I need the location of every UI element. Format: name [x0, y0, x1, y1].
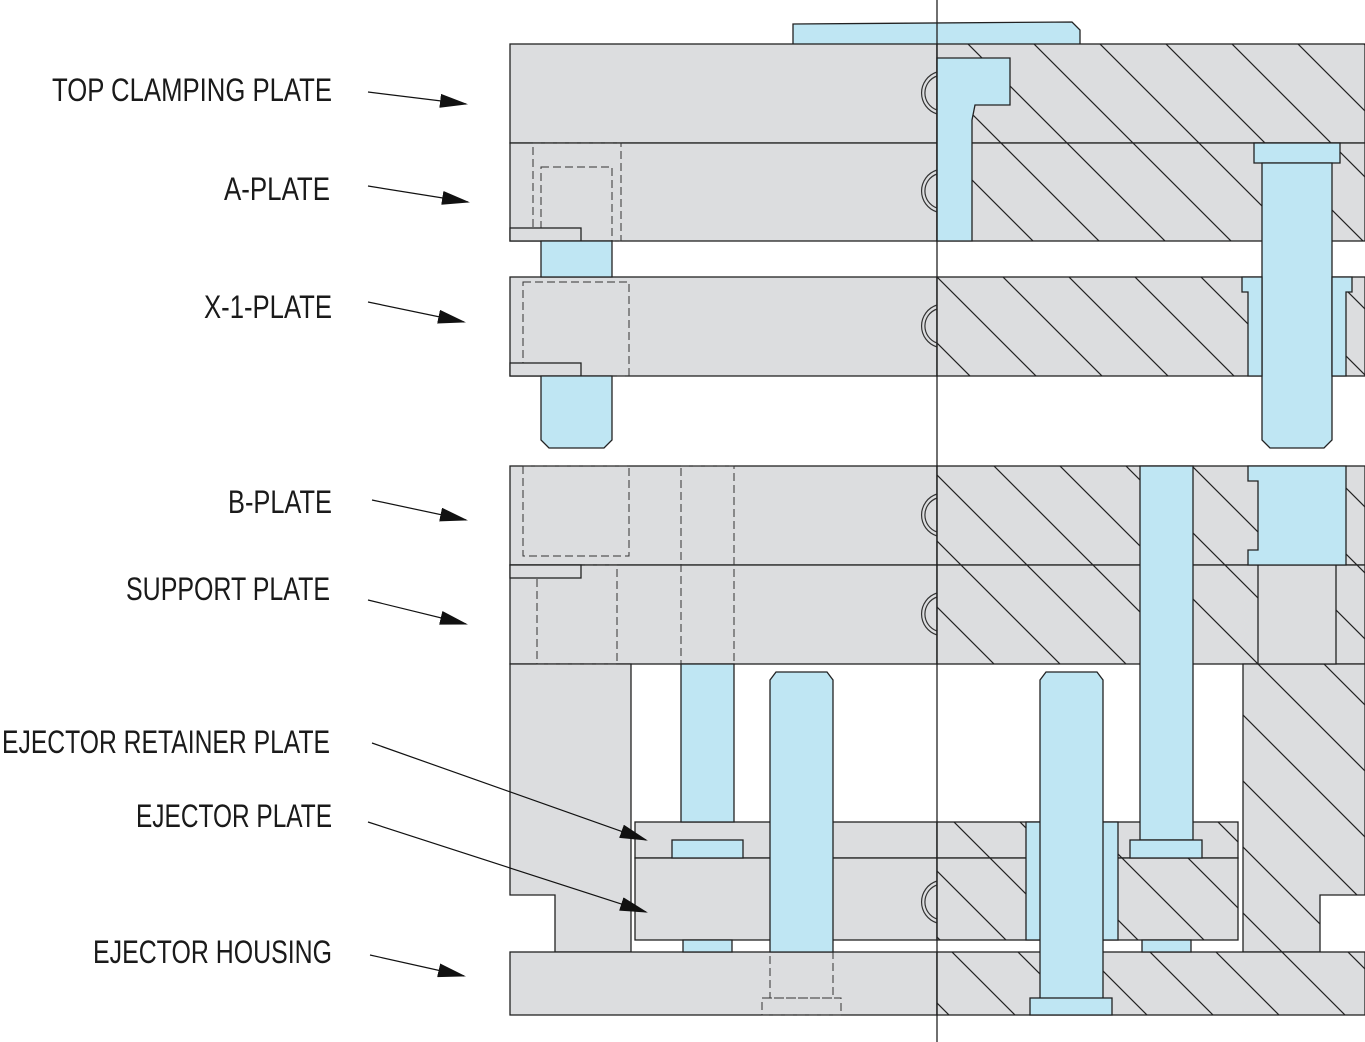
top-clamping-plate: [509, 43, 938, 144]
label-x1-plate: X-1-PLATE: [204, 289, 332, 325]
plates-left: [509, 43, 938, 1016]
label-b-plate: B-PLATE: [228, 484, 332, 520]
label-ejector-retainer-plate: EJECTOR RETAINER PLATE: [2, 724, 330, 760]
label-ejector-housing: EJECTOR HOUSING: [93, 934, 332, 970]
sprue-bushing-body: [936, 57, 1011, 242]
leader-arrows: [367, 91, 648, 978]
ejector-guide-pin-right: [1039, 671, 1104, 1001]
components: [540, 57, 1353, 1016]
guide-pin-right: [1261, 162, 1333, 449]
a-plate: [509, 142, 938, 242]
bottom-clamping-plate: [509, 951, 938, 1016]
guide-pin-left: [540, 375, 613, 449]
guide-bushing: [1247, 465, 1347, 566]
x1-plate: [509, 276, 938, 377]
return-pin: [680, 663, 735, 823]
labels: TOP CLAMPING PLATE A-PLATE X-1-PLATE B-P…: [2, 72, 332, 970]
ejector-housing-left: [509, 663, 632, 953]
lifting-holes: [921, 71, 938, 924]
label-ejector-plate: EJECTOR PLATE: [136, 798, 332, 834]
b-plate: [509, 465, 938, 566]
support-plate: [509, 564, 938, 665]
ejector-guide-pin-left: [769, 671, 834, 953]
label-support-plate: SUPPORT PLATE: [126, 571, 330, 607]
label-top-clamping-plate: TOP CLAMPING PLATE: [52, 72, 332, 108]
label-a-plate: A-PLATE: [224, 171, 330, 207]
ejector-pin: [1139, 465, 1194, 841]
